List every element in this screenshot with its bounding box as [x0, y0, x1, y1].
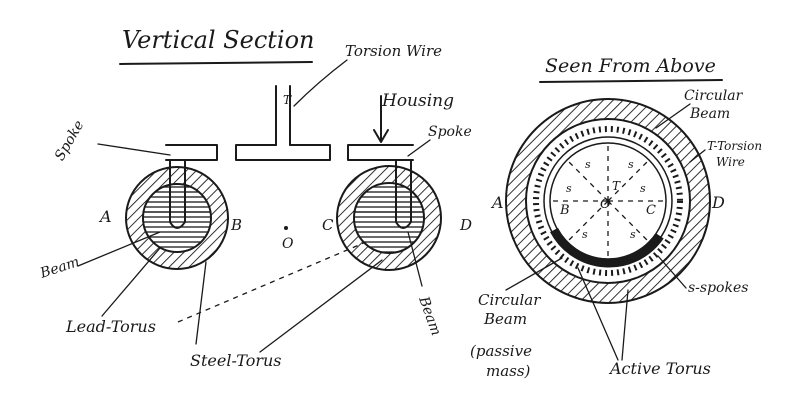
beam-right-label: Beam [415, 294, 444, 338]
point-b-left: B [230, 216, 242, 234]
housing-left [165, 144, 218, 161]
point-d-right: D [711, 193, 725, 212]
active-torus-label: Active Torus [608, 359, 711, 378]
housing-label: Housing [381, 91, 454, 111]
spoke-s-6: s [630, 228, 636, 241]
center-t-label: T [612, 179, 621, 193]
s-spokes-leader [657, 255, 687, 289]
steel-torus-leader-right [259, 259, 383, 353]
lead-torus-label: Lead-Torus [65, 317, 156, 336]
torsion-wire-label: Torsion Wire [345, 42, 442, 60]
spoke-s-1: s [585, 158, 591, 171]
spoke-right-leader [407, 139, 431, 157]
steel-torus-leader [195, 261, 207, 345]
point-o-right: O [600, 197, 611, 212]
spoke-s-4: s [640, 182, 646, 195]
point-a-left: A [98, 207, 112, 226]
active-torus-leader-1 [577, 267, 619, 361]
vertical-section-title: Vertical Section [122, 26, 315, 54]
circular-beam-top-leader [655, 103, 691, 129]
seen-from-above-title: Seen From Above [545, 55, 716, 77]
steel-torus-label: Steel-Torus [190, 351, 282, 370]
s-spokes-label: s-spokes [688, 280, 748, 296]
torsion-wire-leader [293, 59, 348, 107]
housing-top-center [235, 144, 331, 161]
beam-right-leader [407, 231, 423, 287]
spoke-s-3: s [566, 182, 572, 195]
vertical-section-underline [119, 61, 313, 65]
beam-left-leader [77, 231, 161, 267]
t-marker-top: T [283, 93, 292, 107]
lead-torus-leader-right [177, 241, 367, 323]
point-b-right: B [559, 203, 570, 218]
point-o-left: O [282, 236, 294, 252]
spoke-left-leader [97, 143, 171, 156]
spoke-right-label: Spoke [428, 124, 472, 140]
circular-beam-bottom-leader [505, 257, 563, 291]
top-view-ring [505, 98, 711, 304]
housing-right [347, 144, 414, 161]
point-o-dot [284, 226, 288, 230]
right-torus-section [336, 159, 442, 271]
beam-left-label: Beam [37, 254, 81, 282]
point-d-left: D [459, 216, 472, 234]
point-a-right: A [490, 193, 504, 212]
spoke-left-label: Spoke [52, 118, 88, 164]
spoke-s-2: s [628, 158, 634, 171]
lead-torus-leader [101, 247, 161, 317]
seen-from-above-underline [539, 79, 723, 83]
left-torus-section [125, 159, 229, 270]
point-c-right: C [646, 203, 656, 218]
housing-arrow [373, 95, 389, 143]
spoke-s-5: s [582, 228, 588, 241]
torsion-wire [275, 85, 291, 146]
t-torsion-wire-leader [689, 149, 706, 163]
point-c-left: C [322, 216, 334, 234]
active-torus-leader-2 [621, 289, 629, 361]
